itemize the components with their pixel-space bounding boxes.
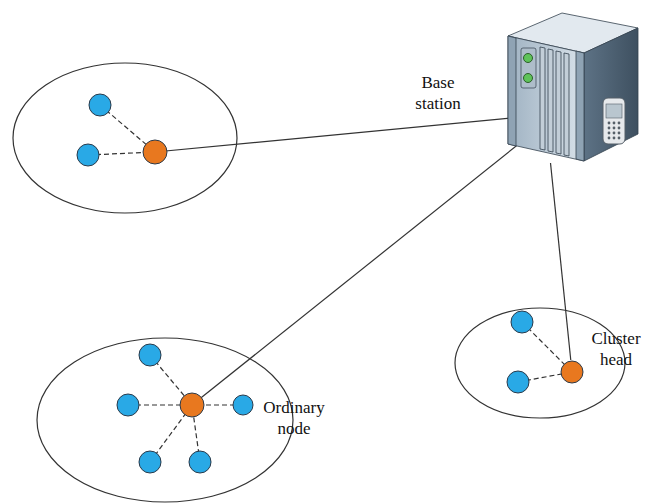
ordinary-node: Ordinary node <box>232 394 254 416</box>
server-front <box>508 36 584 161</box>
ordinary-node-dot <box>139 451 161 473</box>
phone-key <box>613 132 616 135</box>
phone-screen <box>606 104 622 118</box>
phone-key <box>613 127 616 130</box>
phone-key <box>618 132 621 135</box>
ordinary-node-dot <box>139 344 161 366</box>
cluster-region <box>13 63 237 213</box>
server-side <box>584 28 638 161</box>
node-shape <box>560 360 584 384</box>
cluster-head-dot <box>143 140 167 164</box>
phone-key <box>608 127 611 130</box>
phone-key <box>613 122 616 125</box>
rack-ear <box>508 36 516 146</box>
ordinary-node-dot <box>117 394 139 416</box>
ordinary-node-dot <box>77 144 99 166</box>
drive-slot <box>540 47 545 150</box>
drive-slot <box>564 53 569 156</box>
phone-key <box>608 132 611 135</box>
phone-key <box>618 137 621 140</box>
phone-key <box>613 137 616 140</box>
server-icon <box>508 13 638 161</box>
base-station: Base station <box>505 10 642 163</box>
cluster-head: Cluster head <box>560 360 584 384</box>
uplink-line <box>155 118 512 152</box>
node-label: Cluster head <box>585 328 647 370</box>
status-led <box>524 74 533 83</box>
phone-key <box>608 122 611 125</box>
ordinary-node-dot <box>89 94 111 116</box>
cluster-region <box>455 308 625 418</box>
cluster-head-dot <box>180 393 204 417</box>
node-label: Ordinary node <box>256 397 332 439</box>
ordinary-node-dot <box>233 395 253 415</box>
ordinary-node-dot <box>507 371 529 393</box>
phone-key <box>618 122 621 125</box>
led-panel <box>521 48 536 88</box>
rack-ear <box>576 51 584 161</box>
phone-key <box>608 137 611 140</box>
status-led <box>524 54 533 63</box>
ordinary-node-dot <box>189 451 211 473</box>
phone-icon <box>603 98 625 144</box>
ordinary-node-dot <box>511 311 533 333</box>
uplink-line <box>551 163 571 360</box>
drive-slot <box>548 49 553 152</box>
drive-slot <box>556 51 561 154</box>
cluster-region <box>37 338 293 502</box>
node-label: Base station <box>403 72 473 114</box>
uplink-line <box>192 135 530 405</box>
node-shape <box>505 10 642 163</box>
cluster-head-dot <box>561 361 583 383</box>
node-shape <box>232 394 254 416</box>
phone-key <box>618 127 621 130</box>
